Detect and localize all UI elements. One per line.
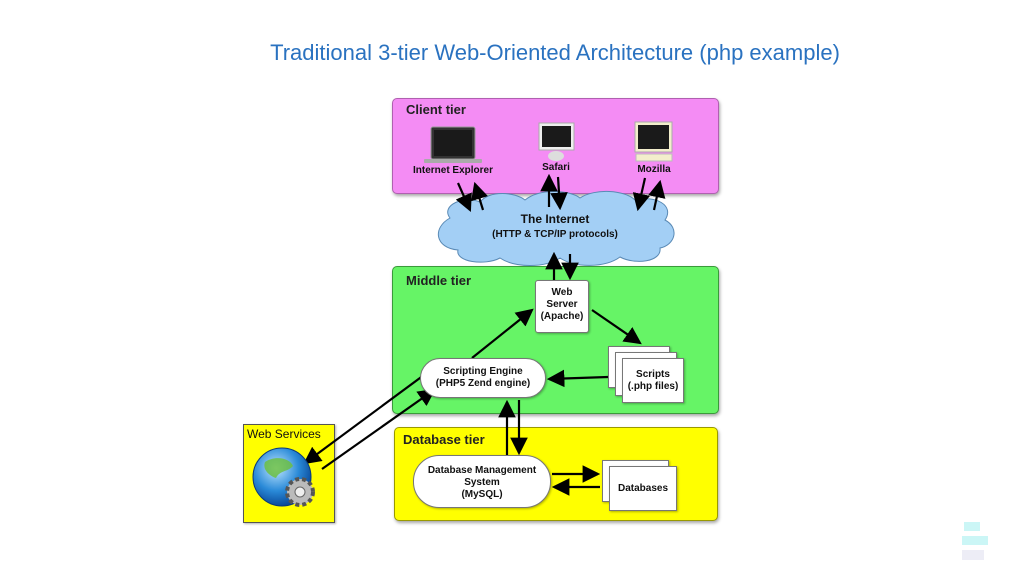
imac-icon bbox=[538, 122, 575, 161]
dbms-line-1: Database Management bbox=[427, 465, 537, 476]
database-tier-label: Database tier bbox=[403, 432, 485, 447]
client-safari: Safari bbox=[542, 162, 570, 173]
web-server-line-3: (Apache) bbox=[540, 311, 584, 322]
dbms-box: Database Management System (MySQL) bbox=[413, 455, 551, 508]
internet-cloud bbox=[438, 191, 675, 266]
arrows bbox=[303, 173, 666, 496]
dbms-line-3: (MySQL) bbox=[461, 489, 503, 500]
scripting-engine-line-2: (PHP5 Zend engine) bbox=[435, 378, 531, 389]
laptop-icon bbox=[424, 126, 482, 163]
client-mozilla: Mozilla bbox=[637, 164, 671, 175]
web-server-line-2: Server bbox=[546, 299, 578, 310]
client-internet-explorer: Internet Explorer bbox=[412, 165, 494, 176]
scripting-engine-line-1: Scripting Engine bbox=[443, 366, 523, 377]
scripts-line-2: (.php files) bbox=[627, 381, 679, 392]
web-server-box: Web Server (Apache) bbox=[535, 280, 589, 333]
scripts-box: Scripts (.php files) bbox=[622, 358, 684, 403]
desktop-monitor-icon bbox=[634, 121, 673, 162]
scripts-line-1: Scripts bbox=[636, 369, 670, 380]
scripting-engine-box: Scripting Engine (PHP5 Zend engine) bbox=[420, 358, 546, 398]
internet-sublabel: (HTTP & TCP/IP protocols) bbox=[492, 229, 618, 240]
slide-title: Traditional 3-tier Web-Oriented Architec… bbox=[270, 40, 840, 65]
web-services-label: Web Services bbox=[247, 427, 321, 441]
web-server-line-1: Web bbox=[551, 287, 573, 298]
slide-thumbnail-icon bbox=[960, 522, 1000, 564]
databases-box: Databases bbox=[609, 466, 677, 511]
dbms-line-2: System bbox=[464, 477, 500, 488]
middle-tier-label: Middle tier bbox=[406, 273, 472, 288]
internet-label: The Internet bbox=[520, 212, 590, 226]
client-tier-label: Client tier bbox=[406, 102, 466, 117]
globe-gear-icon bbox=[252, 447, 315, 507]
